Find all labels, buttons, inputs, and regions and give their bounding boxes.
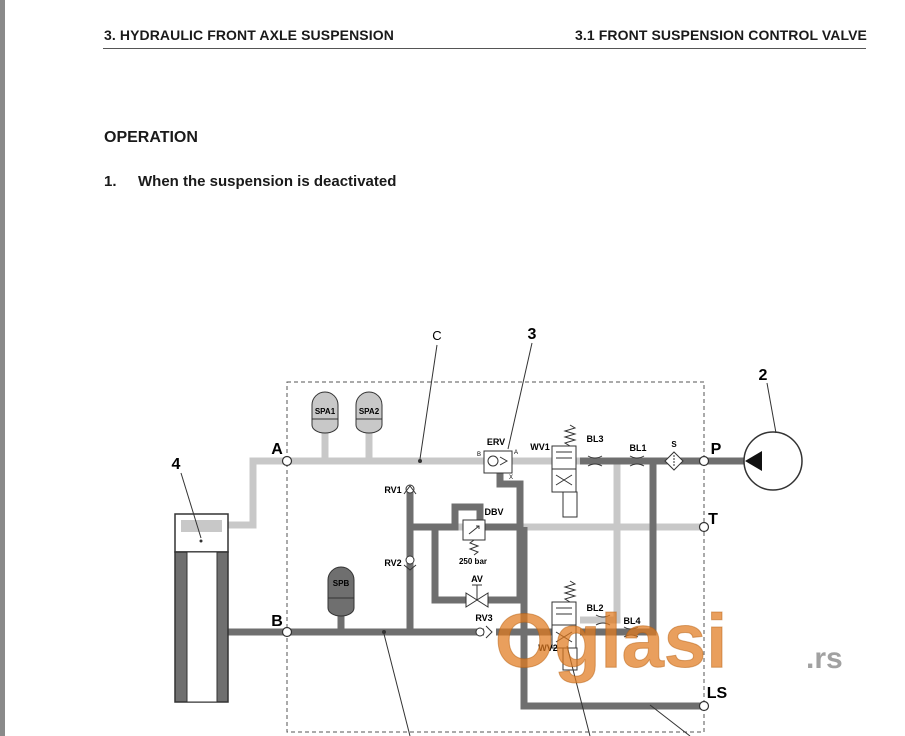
junction-b [382,630,386,634]
line-dbv-loop [410,503,520,531]
header-left-title: 3. HYDRAULIC FRONT AXLE SUSPENSION [104,27,394,43]
leader-bottom-left [383,633,411,736]
orifice-bl4 [623,626,639,638]
shuttle-valve-erv [483,450,513,474]
watermark: Oglasi .rs [495,599,843,685]
directional-valve-wv1 [551,424,578,518]
leader-bottom-right [649,704,691,736]
orifice-bl2 [595,614,611,626]
dark-lines [228,457,745,710]
label-bl4: BL4 [623,616,640,626]
header-rule [103,48,866,49]
line-ls [520,527,702,710]
port-p-marker [698,455,710,467]
orifice-bl1 [629,455,645,467]
port-ls-label: LS [707,685,728,702]
shutoff-valve-av [465,584,489,608]
valve-body-boundary [286,381,705,733]
pump [743,431,803,491]
line-p-down [580,461,657,636]
leader-c [419,344,438,460]
label-wv1: WV1 [530,442,550,452]
port-p-label: P [711,441,722,458]
port-markers [281,455,710,712]
line-bl1-bl2 [580,461,621,624]
leader-3 [507,342,533,450]
step-number: 1. [104,173,117,190]
accumulator-spa1 [311,391,339,434]
label-rv1: RV1 [384,485,401,495]
relief-valve-dbv [462,519,486,556]
watermark-logo: Oglasi [495,599,727,684]
leader-lines [180,342,777,736]
watermark-suffix: .rs [806,642,843,675]
label-bl1: BL1 [629,443,646,453]
check-valve-rv1 [403,484,417,495]
leader-bottom-mid [566,645,591,736]
section-heading: OPERATION [104,129,198,146]
label-rv3: RV3 [475,613,492,623]
light-lines [228,427,702,624]
port-t-label: T [708,511,718,528]
suspension-cylinder [174,513,229,703]
label-erv-x: X [509,475,513,481]
label-wv2: WV2 [538,643,558,653]
label-spb: SPB [333,579,350,588]
label-erv: ERV [487,437,505,447]
orifices [587,455,645,638]
label-bl2: BL2 [586,603,603,613]
port-a-label: A [271,441,283,458]
port-b-marker [281,626,293,638]
leader-4 [180,472,202,539]
label-erv-b: B [477,452,481,458]
check-valve-rv2 [403,555,417,571]
junction-c [418,459,422,463]
header-right-title: 3.1 FRONT SUSPENSION CONTROL VALVE [575,27,867,43]
filter-s [664,451,684,471]
step-text: When the suspension is deactivated [138,173,397,190]
line-av-loop [431,527,524,604]
callout-3: 3 [528,326,537,343]
label-spa2: SPA2 [359,407,380,416]
label-av: AV [471,574,483,584]
left-edge-bar [0,0,5,736]
label-s: S [671,440,677,449]
callout-2: 2 [759,367,768,384]
port-ls-marker [698,700,710,712]
label-pressure: 250 bar [459,557,487,566]
orifice-bl3 [587,455,603,467]
port-t-marker [698,521,710,533]
label-dbv: DBV [484,507,503,517]
label-rv2: RV2 [384,558,401,568]
label-spa1: SPA1 [315,407,336,416]
line-a [228,457,486,529]
line-erv-x [496,472,524,527]
label-bl3: BL3 [586,434,603,444]
accumulator-spb [327,566,355,617]
leader-2 [766,382,777,434]
port-b-label: B [271,613,283,630]
port-a-marker [281,455,293,467]
label-erv-a: A [514,450,518,456]
callout-c: C [432,328,441,343]
callout-4: 4 [172,456,181,473]
check-valve-rv3 [475,625,493,639]
accumulator-spa2 [355,391,383,434]
